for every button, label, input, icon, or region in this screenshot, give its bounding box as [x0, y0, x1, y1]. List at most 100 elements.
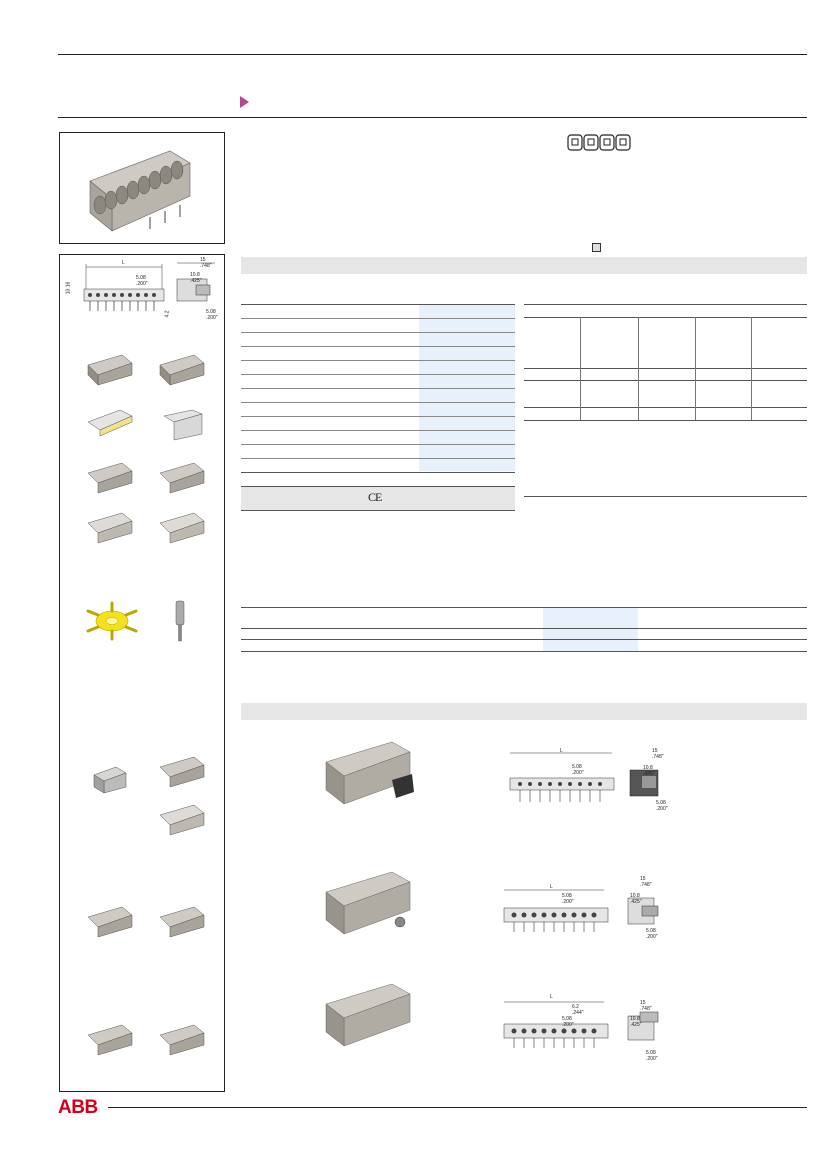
left-table-rule-0 — [241, 304, 515, 305]
v3-pitch2-mm: 5.08 — [646, 1050, 656, 1056]
v1-pitch-mm: 5.08 — [572, 764, 582, 770]
v1-width-mm: 15 — [652, 748, 658, 754]
plug-thumb-4 — [159, 462, 205, 494]
small-checkbox-icon — [592, 243, 601, 252]
dim-pin-mm: 4.2 — [164, 310, 171, 318]
plug-thumb-7 — [159, 756, 205, 788]
footer-rule — [108, 1107, 807, 1108]
accessory-table-rule-0 — [241, 607, 807, 608]
terminal-pictogram-icon — [567, 133, 633, 153]
v3-width-in: .748" — [640, 1006, 652, 1012]
left-table-rule-7 — [241, 402, 515, 403]
variant-1-photo — [325, 741, 414, 805]
variant-3-photo — [325, 983, 411, 1047]
variant-3-drawing — [503, 1001, 659, 1048]
v1-L: L — [560, 748, 563, 754]
v2-pitch2-mm: 5.08 — [646, 928, 656, 934]
v3-depth-mm: 10.8 — [630, 1016, 640, 1022]
plug-thumb-2 — [159, 354, 205, 386]
v1-pitch-in: .200" — [572, 770, 584, 776]
v3-offset-mm: 6.2 — [572, 1004, 579, 1010]
ce-mark: CE — [368, 490, 382, 504]
v2-width-mm: 15 — [640, 876, 646, 882]
v3-pitch-mm: 5.08 — [562, 1016, 572, 1022]
abb-logo: ABB — [58, 1097, 98, 1118]
dim-pitch2-mm: 5.08 — [206, 309, 216, 315]
left-table-rule-10 — [241, 444, 515, 445]
left-table-rule-12 — [241, 472, 515, 473]
left-table-rule-6 — [241, 388, 515, 389]
right-table-col-1 — [580, 317, 581, 420]
left-table-rule-3 — [241, 346, 515, 347]
v2-depth-in: .425" — [630, 899, 642, 905]
right-table-rule-3 — [524, 380, 807, 381]
variants-bar — [241, 703, 807, 720]
screwdriver-pin-icon — [175, 600, 185, 642]
v2-pitch-in: .200" — [562, 899, 574, 905]
variant-1-drawing — [509, 752, 659, 802]
dim-pitch-mm: 5.08 — [136, 275, 146, 281]
dim-depth-in: .425" — [190, 278, 202, 284]
right-table-col-2 — [638, 317, 639, 420]
dim-L-label: L — [122, 260, 125, 266]
right-table-rule-4 — [524, 407, 807, 408]
v2-L: L — [550, 884, 553, 890]
v3-offset-in: .244" — [572, 1010, 584, 1016]
accessory-table-rule-2 — [241, 639, 807, 640]
header-top-rule — [58, 54, 807, 55]
left-table-rule-13 — [241, 486, 515, 487]
v2-pitch2-in: .200" — [646, 934, 658, 940]
left-table-rule-14 — [241, 510, 515, 511]
housing-thumb — [93, 766, 127, 794]
v1-pitch2-mm: 5.08 — [656, 800, 666, 806]
left-table-rule-2 — [241, 332, 515, 333]
right-table-rule-0 — [524, 304, 807, 305]
dim-pitch-in: .200" — [136, 281, 148, 287]
sidebar-dimension-drawing — [83, 262, 215, 311]
left-table-rule-8 — [241, 416, 515, 417]
accessory-table-rule-3 — [241, 651, 807, 652]
plug-thumb-11 — [87, 1024, 133, 1056]
right-table-col-4 — [751, 317, 752, 420]
dim-depth-mm: 10.8 — [190, 272, 200, 278]
v1-width-in: .748" — [652, 754, 664, 760]
plug-thumb-9 — [87, 906, 133, 938]
v3-L: L — [550, 994, 553, 1000]
accessory-table-rule-1 — [241, 628, 807, 629]
technical-data-bar — [241, 257, 807, 274]
v2-pitch-mm: 5.08 — [562, 893, 572, 899]
header-bottom-rule — [58, 117, 807, 118]
dim-width-in: .748" — [200, 263, 212, 269]
plug-thumb-3 — [87, 462, 133, 494]
right-table-rule-2 — [524, 368, 807, 369]
right-table-rule-5 — [524, 420, 807, 421]
header-thumb-1 — [87, 409, 133, 437]
approvals-row — [241, 486, 515, 510]
right-table-rule-6 — [524, 496, 807, 497]
plug-thumb-6 — [159, 512, 205, 544]
plug-thumb-8 — [159, 804, 205, 836]
plug-thumb-5 — [87, 512, 133, 544]
v1-depth-in: .425" — [643, 771, 655, 777]
dim-pitch2-in: .200" — [206, 315, 218, 321]
v3-width-mm: 15 — [640, 1000, 646, 1006]
plug-thumb-12 — [159, 1024, 205, 1056]
v1-depth-mm: 10.8 — [643, 765, 653, 771]
left-table-rule-4 — [241, 360, 515, 361]
left-table-rule-5 — [241, 374, 515, 375]
v3-pitch2-in: .200" — [646, 1056, 658, 1062]
connector-photo — [89, 150, 191, 232]
plug-thumb-10 — [159, 906, 205, 938]
product-photo-frame — [59, 132, 225, 244]
header-thumb-2 — [163, 409, 203, 441]
section-arrow-icon — [240, 96, 249, 108]
right-table-rule-1 — [524, 317, 807, 318]
left-table-rule-9 — [241, 430, 515, 431]
v1-pitch2-in: .200" — [656, 806, 668, 812]
plug-thumb-1 — [87, 354, 133, 386]
v3-depth-in: .425" — [630, 1022, 642, 1028]
variant-2-photo — [325, 871, 411, 935]
dim-width-mm: 15 — [200, 257, 206, 263]
v2-width-in: .748" — [640, 882, 652, 888]
right-table-col-3 — [695, 317, 696, 420]
